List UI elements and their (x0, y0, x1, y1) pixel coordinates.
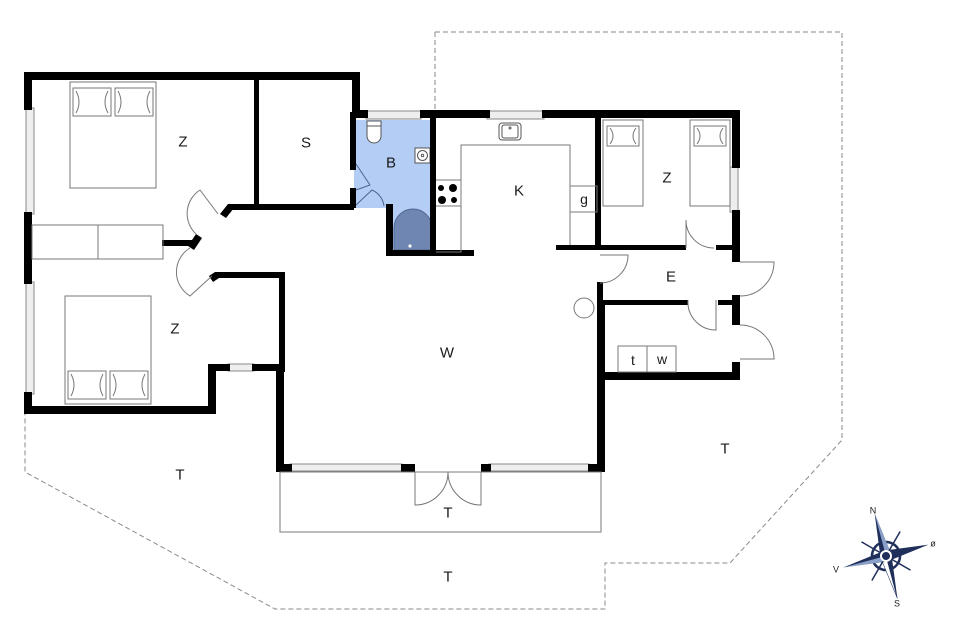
room-label-living-room: W (439, 344, 455, 362)
compass-rose (843, 513, 929, 599)
cabinets (31, 144, 677, 533)
room-label-terrace-porch: T (443, 504, 453, 522)
door-swings (175, 189, 775, 506)
pillow-details (70, 90, 724, 397)
fixture-label-washer: w (656, 351, 668, 367)
fixture-label-dryer: t (631, 352, 635, 368)
room-label-terrace-south: T (443, 568, 453, 586)
room-label-bedroom-2: Z (662, 169, 672, 187)
stove (438, 184, 457, 204)
room-label-kitchen: K (513, 182, 525, 200)
room-label-terrace-east: T (720, 440, 730, 458)
walls (24, 72, 740, 472)
room-label-entrance: E (665, 268, 677, 286)
room-label-bedroom-1: Z (178, 133, 188, 151)
kitchen-sink (498, 122, 522, 141)
bath-door-swing (355, 163, 385, 207)
compass-east-label: ø (930, 538, 936, 549)
room-label-bedroom-3: Z (170, 320, 180, 338)
compass-south-label: S (893, 598, 901, 609)
fixture-label-fridge: g (580, 191, 588, 207)
room-label-storage: S (300, 134, 312, 152)
room-label-terrace-west: T (175, 466, 185, 484)
compass-west-label: V (832, 564, 840, 575)
compass-north-label: N (869, 505, 877, 516)
bath-sink (414, 147, 431, 164)
toilet (366, 120, 382, 144)
room-label-bathroom: B (385, 154, 397, 172)
terrace-boundary (24, 31, 843, 610)
bathtub (393, 208, 433, 251)
beds (64, 81, 731, 405)
